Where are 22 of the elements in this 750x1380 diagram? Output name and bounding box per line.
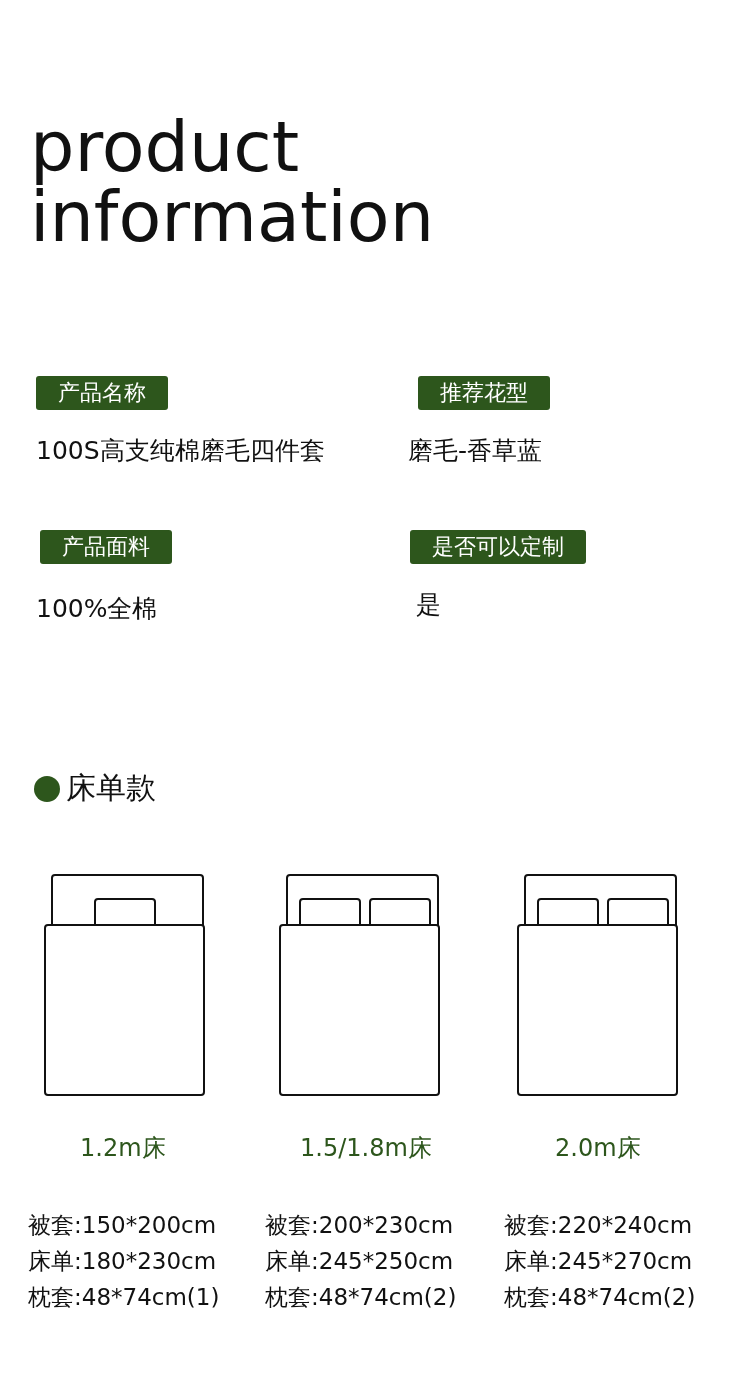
size-spec: 被套:220*240cm <box>504 1211 693 1240</box>
spec-value: 是 <box>416 589 441 621</box>
size-caption: 2.0m床 <box>555 1133 641 1164</box>
section-tag: 产品面料 <box>40 530 172 564</box>
size-spec: 枕套:48*74cm(2) <box>265 1283 457 1312</box>
size-spec: 枕套:48*74cm(1) <box>28 1283 220 1312</box>
section-tag: 产品名称 <box>36 376 168 410</box>
size-spec: 被套:150*200cm <box>28 1211 217 1240</box>
size-spec: 枕套:48*74cm(2) <box>504 1283 696 1312</box>
size-caption: 1.5/1.8m床 <box>300 1133 432 1164</box>
spec-value: 磨毛-香草蓝 <box>408 435 543 467</box>
size-spec: 床单:245*270cm <box>504 1247 693 1276</box>
page-title: product information <box>30 112 435 252</box>
size-spec: 床单:245*250cm <box>265 1247 454 1276</box>
size-caption: 1.2m床 <box>80 1133 166 1164</box>
section-tag: 是否可以定制 <box>410 530 586 564</box>
size-spec: 被套:200*230cm <box>265 1211 454 1240</box>
section-tag: 推荐花型 <box>418 376 550 410</box>
section-heading: 床单款 <box>66 769 156 807</box>
spec-value: 100%全棉 <box>36 593 158 625</box>
size-spec: 床单:180*230cm <box>28 1247 217 1276</box>
spec-value: 100S高支纯棉磨毛四件套 <box>36 435 325 467</box>
